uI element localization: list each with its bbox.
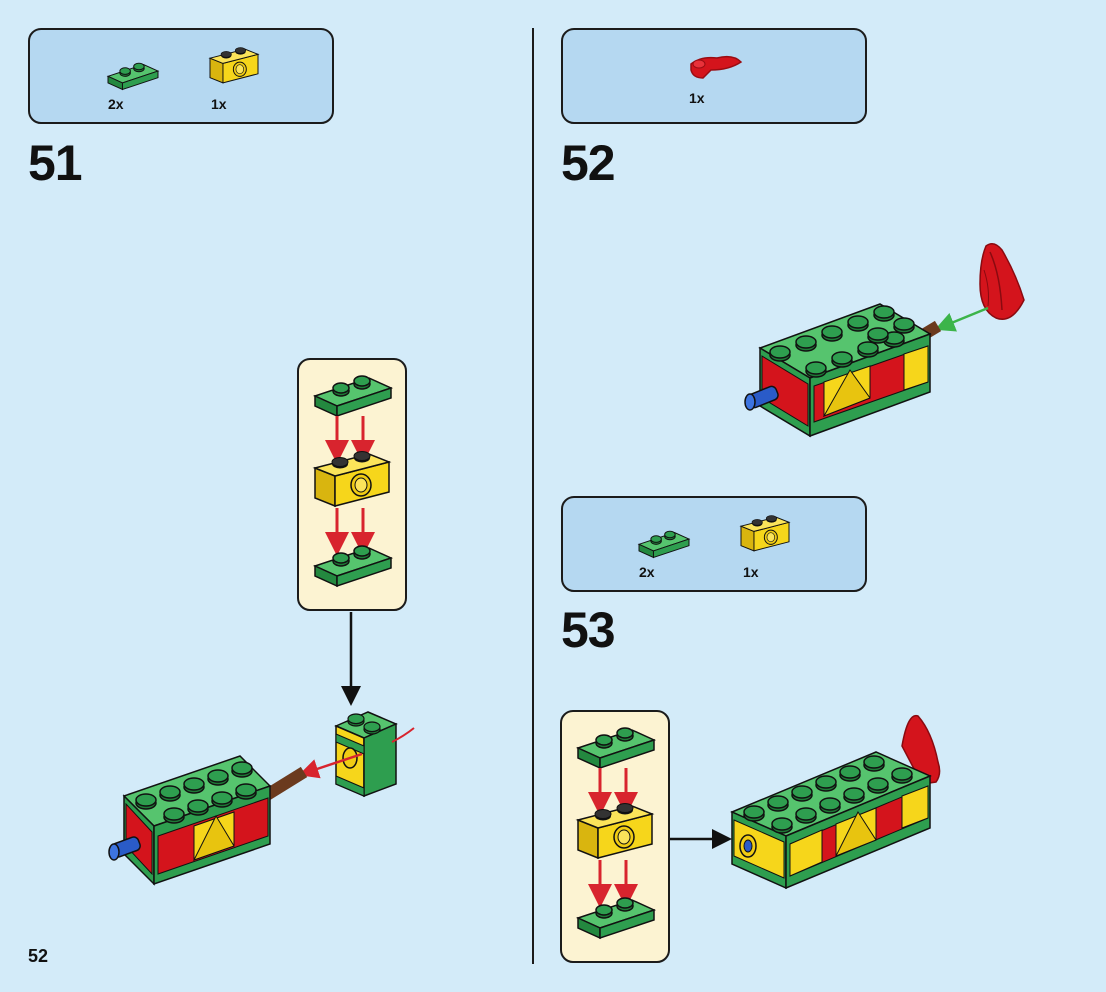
step-51-green-yellow-block [334, 711, 415, 798]
step-51-down-arrow [341, 612, 361, 706]
step-52-parts-box: 1x [561, 28, 867, 124]
step-number-53: 53 [561, 602, 616, 658]
step-51-part-1-qty: 2x [108, 96, 124, 112]
yellow-brick-icon [209, 47, 259, 84]
step-52-part-1-qty: 1x [689, 90, 705, 106]
step-51-red-arrow [298, 752, 363, 779]
step-51-subassembly [314, 375, 392, 587]
step-52-green-arrow [934, 306, 989, 332]
green-plate-icon [638, 530, 690, 558]
step-51-part-2-qty: 1x [211, 96, 227, 112]
column-divider [532, 28, 534, 964]
step-53-subassembly [577, 727, 655, 939]
green-plate-icon [107, 62, 159, 90]
red-horn-icon [690, 55, 743, 79]
yellow-brick-icon [740, 515, 790, 552]
step-53-right-arrow [670, 829, 732, 849]
step-52-main-model [744, 303, 942, 438]
step-53-parts-box: 2x 1x [561, 496, 867, 592]
step-number-52: 52 [561, 135, 616, 191]
page-number: 52 [28, 946, 49, 966]
step-51-main-model [108, 755, 308, 886]
step-51-parts-box: 2x 1x [28, 28, 334, 124]
step-number-51: 51 [28, 135, 83, 191]
step-53-main-model [730, 714, 941, 890]
step-52-red-horn [979, 243, 1025, 320]
step-53-part-1-qty: 2x [639, 564, 655, 580]
step-53-part-2-qty: 1x [743, 564, 759, 580]
